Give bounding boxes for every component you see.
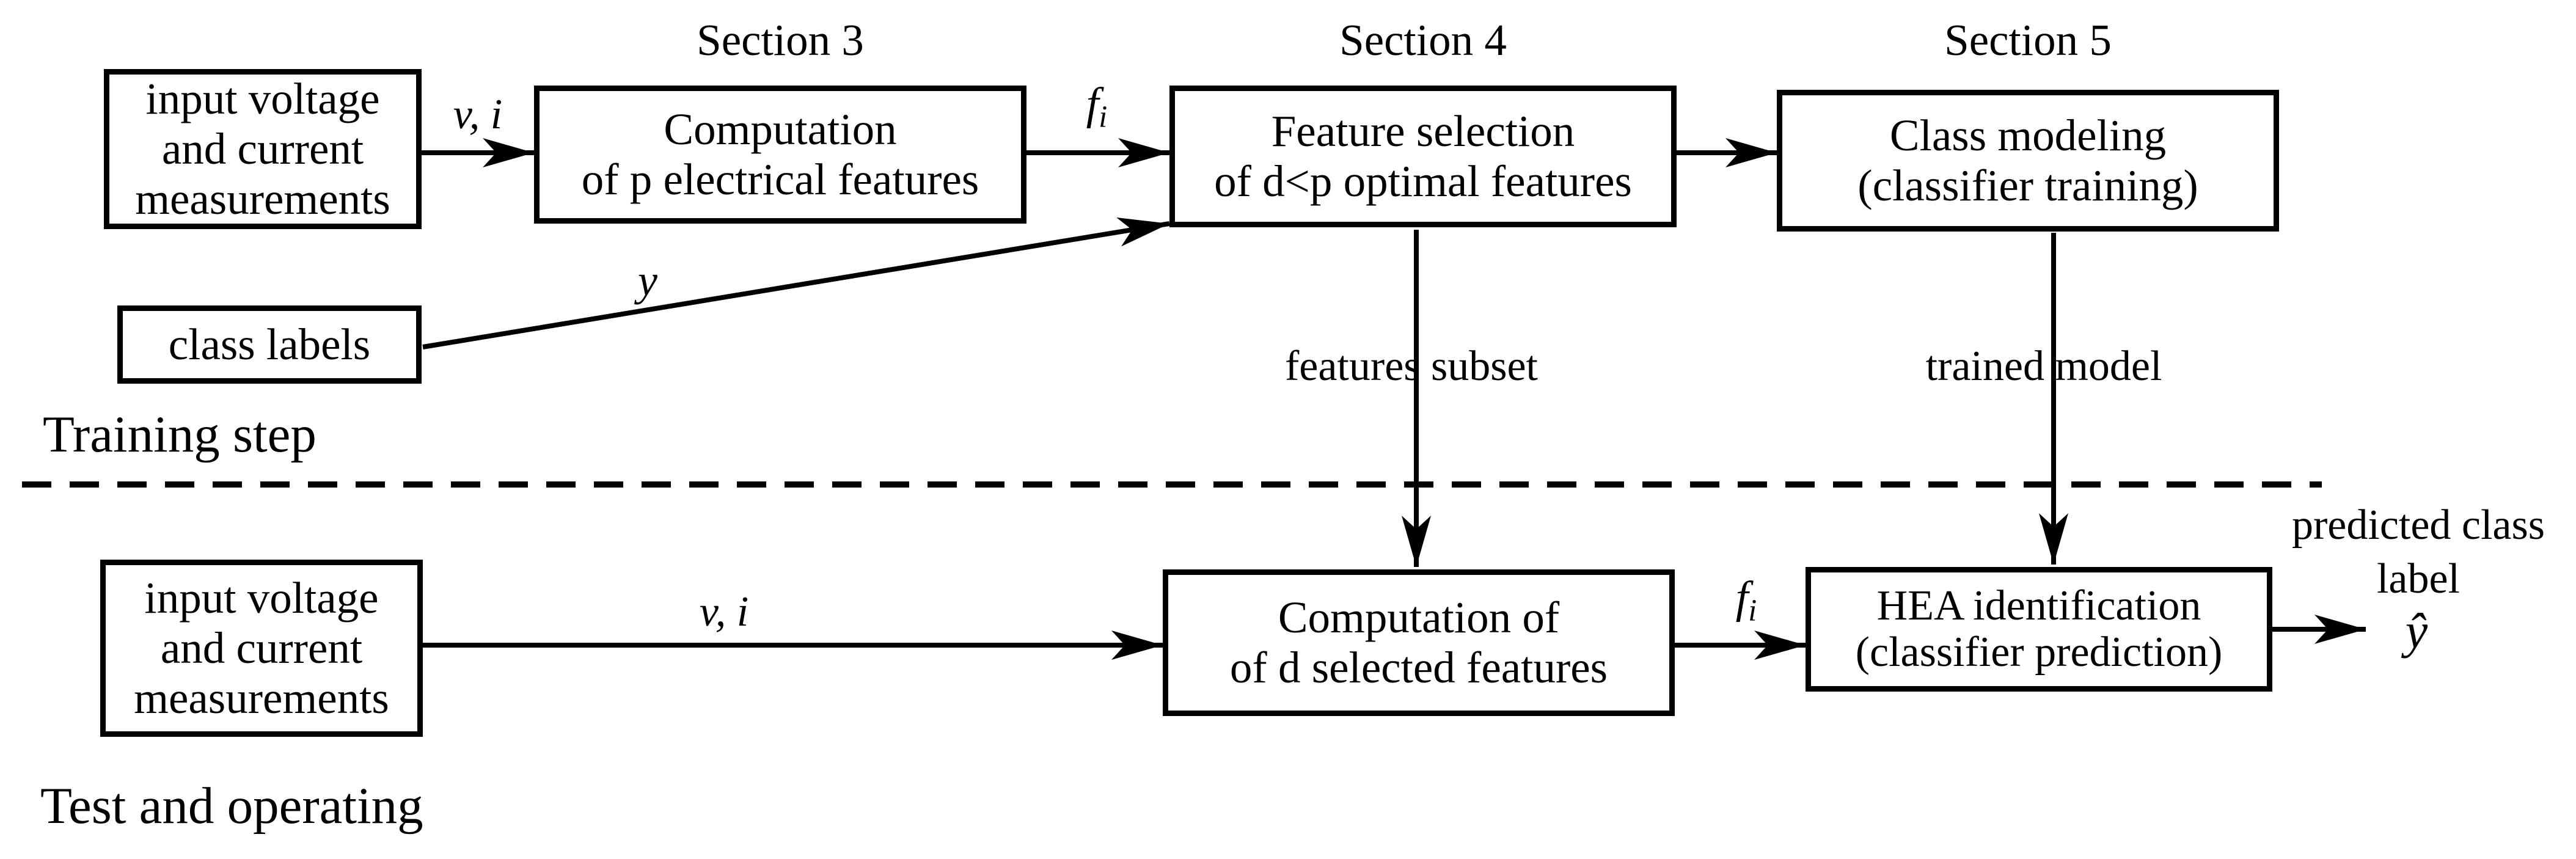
train-input-line3: measurements xyxy=(135,174,390,224)
trained-model-label: trained model xyxy=(1925,343,2162,390)
test-input-box: input voltage and current measurements xyxy=(100,560,423,737)
section5-heading: Section 5 xyxy=(1944,15,2112,65)
test-step-label: Test and operating xyxy=(40,777,423,835)
class-labels-box: class labels xyxy=(117,305,422,384)
test-compute-line1: Computation of xyxy=(1278,593,1560,643)
train-select-box: Feature selection of d<p optimal feature… xyxy=(1169,86,1677,227)
fi-train-sub: i xyxy=(1099,100,1108,134)
test-input-line1: input voltage xyxy=(144,573,379,623)
training-step-label: Training step xyxy=(43,406,317,463)
train-compute-line1: Computation xyxy=(664,104,897,155)
train-model-box: Class modeling (classifier training) xyxy=(1777,90,2279,232)
fi-test-sub: i xyxy=(1748,593,1757,628)
train-model-line1: Class modeling xyxy=(1889,111,2167,161)
test-input-line3: measurements xyxy=(134,673,389,723)
signal-y-label: y xyxy=(638,256,657,305)
train-input-line2: and current xyxy=(161,124,364,174)
signal-fi-train-label: fi xyxy=(1054,78,1140,134)
test-compute-box: Computation of of d selected features xyxy=(1163,569,1675,716)
predicted-class-label: predicted class label xyxy=(2261,499,2576,606)
test-hea-line1: HEA identification xyxy=(1876,582,2201,630)
train-input-box: input voltage and current measurements xyxy=(104,69,422,229)
signal-vi-test-label: v, i xyxy=(699,588,749,635)
signal-vi-train-label: v, i xyxy=(453,91,503,138)
section4-heading: Section 4 xyxy=(1339,15,1507,65)
test-compute-line2: of d selected features xyxy=(1229,643,1608,692)
train-compute-line2: of p electrical features xyxy=(581,155,979,204)
train-compute-box: Computation of p electrical features xyxy=(534,86,1026,224)
train-model-line2: (classifier training) xyxy=(1857,161,2198,210)
predicted-class-line1: predicted class xyxy=(2292,502,2545,549)
train-select-line2: of d<p optimal features xyxy=(1214,156,1632,206)
features-subset-label: features subset xyxy=(1284,343,1539,390)
predicted-class-line2: label xyxy=(2376,555,2461,602)
train-input-line1: input voltage xyxy=(145,74,380,124)
arrow-y-diagonal xyxy=(422,217,1170,349)
section3-heading: Section 3 xyxy=(697,15,864,65)
yhat-label: ŷ xyxy=(2405,603,2428,659)
class-labels-text: class labels xyxy=(168,320,371,370)
test-hea-box: HEA identification (classifier predictio… xyxy=(1806,567,2272,692)
fi-train-base: f xyxy=(1086,79,1099,129)
fi-test-base: f xyxy=(1735,572,1749,623)
test-hea-line2: (classifier prediction) xyxy=(1855,629,2223,676)
train-select-line1: Feature selection xyxy=(1271,106,1575,156)
test-input-line2: and current xyxy=(160,623,363,673)
signal-fi-test-label: fi xyxy=(1703,572,1789,628)
